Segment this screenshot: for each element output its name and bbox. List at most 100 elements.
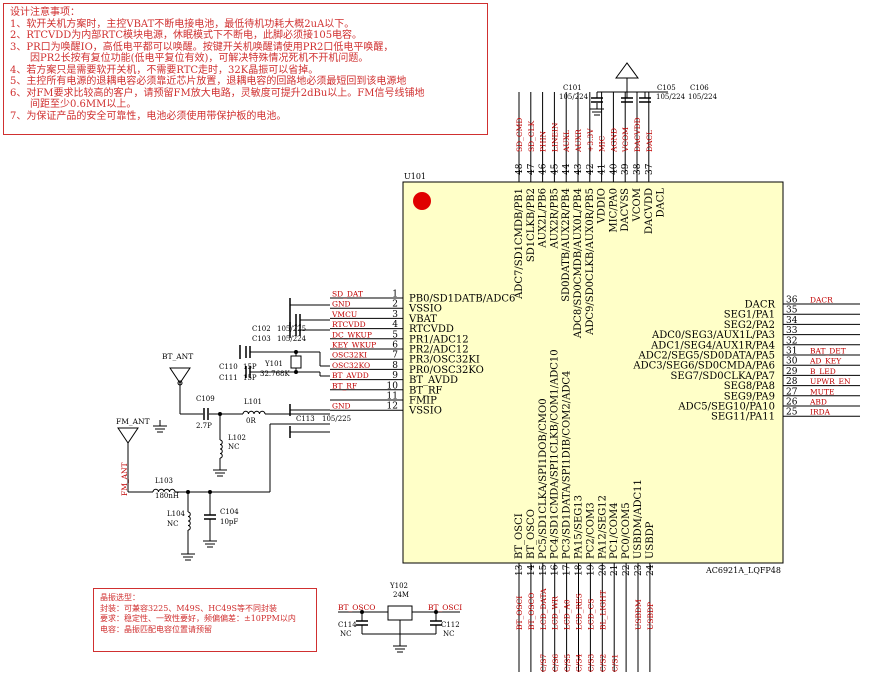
right-pin-name: ADC2/SEG5/SD0DATA/PA5 — [637, 351, 775, 362]
right-pin-number: 31 — [786, 347, 797, 357]
right-pin-name: ADC1/SEG4/AUX1R/PA4 — [650, 340, 775, 351]
bottom-pin-name: PA15/SEG13 — [574, 495, 585, 559]
top-pin-number: 42 — [586, 164, 596, 175]
left-pin-name: BT_RF — [409, 385, 443, 396]
left-pin-name: PR3/OSC32KI — [409, 355, 480, 366]
left-pin-number: 6 — [392, 341, 398, 351]
top-pin-number: 40 — [609, 163, 619, 175]
l102-ref: L102 — [228, 434, 246, 442]
top-net-label: PHIN — [539, 130, 548, 152]
c111-value: 15P — [243, 374, 257, 382]
top-pin-name: AUX2L/PB6 — [538, 188, 549, 249]
bottom-net-label: BT_OSCI — [515, 596, 524, 630]
top-pin-number: 47 — [527, 163, 537, 175]
top-pin-number: 44 — [562, 163, 572, 175]
left-net-label: KEY_WKUP — [332, 341, 376, 350]
top-net-label: VCOM — [621, 127, 630, 153]
design-note-line: 3、PR口为唤醒IO，高低电平都可以唤醒。按键开关机唤醒请使用PR2口低电平唤醒… — [10, 41, 394, 53]
bottom-bus-label: C/S3 — [587, 654, 596, 672]
bottom-pin-number: 21 — [610, 565, 620, 576]
design-note-line: 7、为保证产品的安全可靠性，电池必须使用带保护板的电池。 — [10, 110, 287, 122]
bottom-pin-name: BT_OSCO — [526, 509, 537, 559]
left-net-label: RTCVDD — [332, 320, 366, 329]
l103-ref: L103 — [155, 477, 173, 485]
right-net-label: AD_KEY — [809, 357, 842, 366]
left-net-label: VMCU — [331, 310, 357, 319]
left-net-label: OSC32KI — [332, 351, 367, 360]
left-pin-name: BT_AVDD — [409, 375, 458, 386]
bottom-pin-number: 22 — [622, 565, 632, 576]
bottom-pin-number: 20 — [598, 564, 608, 576]
bottom-bus-label: C/S2 — [599, 654, 608, 672]
top-net-label: AUXR — [574, 129, 583, 153]
top-pin-name: DACVDD — [644, 188, 655, 234]
bottom-net-label: LCD_WR — [551, 596, 560, 630]
right-pin-number: 36 — [786, 296, 798, 306]
c104-ref: C104 — [220, 508, 239, 516]
c101-value: 105/224 — [559, 93, 589, 101]
chip-body — [402, 181, 784, 564]
l104-symbol — [187, 511, 191, 531]
bottom-pin-number: 17 — [563, 564, 573, 576]
c112-ref: C112 — [441, 621, 460, 629]
bottom-net-label: LCD_RES — [575, 593, 584, 630]
right-net-label: MUTE — [810, 387, 834, 396]
bt-antenna-symbol — [169, 367, 191, 384]
bottom-pin-number: 18 — [575, 564, 585, 576]
right-pin-name: SEG1/PA1 — [724, 310, 775, 321]
left-pin-number: 3 — [392, 310, 398, 320]
bt-osci-label: BT_OSCI — [428, 603, 462, 612]
design-note-line: 因PR2长按有复位功能(低电平复位有效)，可解决特殊情况死机不开机问题。 — [10, 53, 369, 64]
left-pin-name: PB0/SD1DATB/ADC6 — [409, 294, 515, 305]
crystal-selection-note: 晶振选型： 封装：可兼容3225、M49S、HC49S等不同封装 要求：稳定性、… — [93, 588, 317, 652]
top-net-label: AGND — [609, 128, 618, 153]
y101-value: 32.768K — [260, 370, 290, 378]
bottom-pin-name: PC2/COM3 — [585, 502, 596, 559]
c105-value: 105/224 — [656, 93, 686, 101]
c101-ref: C101 — [563, 84, 582, 92]
left-pin-name: VSSIO — [408, 304, 442, 315]
design-notes-title: 设计注意事项： — [10, 7, 80, 18]
bottom-net-label: LCD_CS — [586, 599, 595, 630]
l102-symbol — [219, 439, 223, 459]
top-pin-number: 37 — [645, 163, 655, 175]
top-net-label: +3.3V — [586, 128, 595, 152]
top-net-label: DACVDD — [633, 117, 642, 152]
crystal-note-line: 封装：可兼容3225、M49S、HC49S等不同封装 — [100, 603, 277, 613]
c114-ref: C114 — [338, 621, 357, 629]
right-net-label: DACR — [810, 296, 833, 305]
l101-symbol — [242, 410, 266, 415]
bottom-pin-name: USBDP — [645, 521, 656, 559]
right-pin-number: 26 — [786, 398, 798, 408]
right-net-label: UPWR_EN — [810, 377, 851, 386]
bottom-bus-label: C/S5 — [563, 654, 572, 672]
left-net-label: GND — [332, 402, 351, 411]
top-pin-name: ADC8/SD0CMDB/AUX0L/PB4 — [573, 188, 584, 339]
left-pin-number: 2 — [392, 300, 398, 310]
c103-value: 105/224 — [277, 335, 307, 343]
top-pin-name: VDDIO — [597, 188, 608, 224]
wires — [127, 78, 860, 672]
crystal-note-line: 电容：晶振匹配电容位置请预留 — [100, 624, 212, 634]
bottom-net-label: USBDM — [634, 599, 643, 630]
left-pin-number: 12 — [387, 402, 398, 412]
c104-value: 10pF — [220, 518, 238, 526]
right-pin-name: ADC5/SEG10/PA10 — [677, 402, 775, 413]
c114-value: NC — [340, 630, 351, 638]
parts — [117, 62, 784, 621]
bottom-pin-name: PC3/SD1DATA/SPI1DIB/COM2/ADC4 — [562, 371, 573, 559]
left-pin-number: 9 — [392, 371, 398, 381]
bottom-bus-label: C/S1 — [610, 654, 619, 672]
left-net-label: SD_DAT — [332, 290, 363, 299]
bottom-pin-name: USBDM/ADC11 — [633, 479, 644, 559]
bottom-bus-label: C/S7 — [539, 654, 548, 672]
l101-ref: L101 — [244, 398, 262, 406]
right-net-label: ABD — [809, 398, 827, 407]
top-pin-number: 41 — [598, 164, 608, 175]
bottom-pin-number: 16 — [551, 564, 561, 576]
top-net-label: DACL — [645, 130, 654, 152]
junction-dot — [294, 350, 298, 354]
bottom-bus-label: C/S4 — [575, 654, 584, 672]
junction-dot — [360, 610, 364, 614]
c110-value: 15P — [243, 363, 257, 371]
